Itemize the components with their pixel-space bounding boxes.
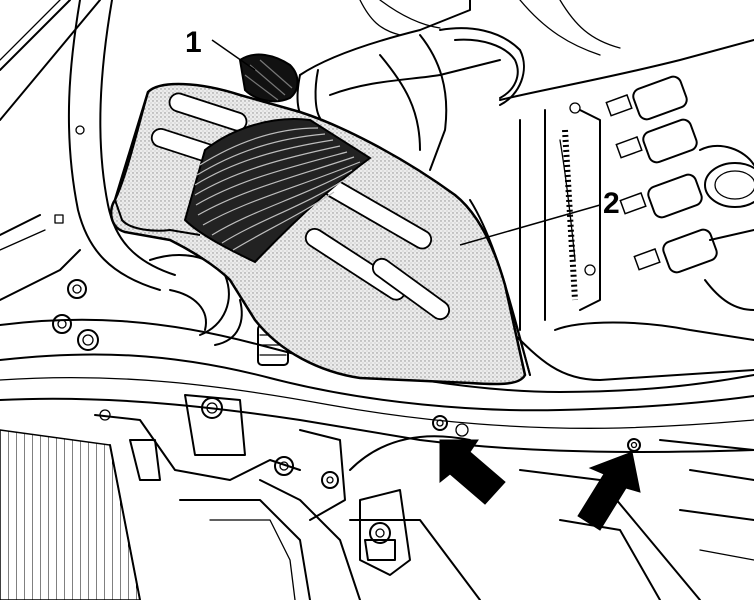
- bolt-icon: [67, 279, 87, 299]
- callout-2-leader: [459, 204, 601, 246]
- radiator-grille: [0, 429, 141, 600]
- mounting-bolts: [52, 279, 641, 544]
- callout-1-leader: [211, 39, 256, 71]
- coil-icon: [619, 173, 703, 219]
- coil-icon: [633, 228, 718, 274]
- air-intake-hose: [183, 53, 372, 264]
- bolt-icon: [369, 522, 391, 544]
- left-fender-frame: [0, 0, 176, 301]
- bolt-icon: [432, 415, 448, 431]
- ignition-coil-area: [499, 39, 754, 381]
- bolt-icon: [627, 438, 641, 452]
- intake-connector: [238, 53, 299, 103]
- bolt-icon: [52, 314, 72, 334]
- bolt-icon: [77, 329, 99, 351]
- bolt-icon: [201, 397, 223, 419]
- coil-icon: [615, 118, 698, 164]
- wiring-harness: [562, 129, 578, 301]
- coil-icon: [605, 75, 688, 121]
- mounting-bolt-arrow-right: [577, 451, 641, 531]
- vent-slot: [168, 92, 248, 132]
- intake-duct: [299, 0, 621, 171]
- clip-icon: [54, 214, 64, 224]
- bolt-icon: [321, 471, 339, 489]
- vent-slot: [371, 257, 451, 321]
- lower-panels: [94, 394, 754, 600]
- bolt-icon: [274, 456, 294, 476]
- callout-2-label: 2: [603, 187, 620, 220]
- mounting-bolt-arrow-left: [439, 439, 506, 505]
- callout-1-label: 1: [185, 26, 202, 59]
- rivet-icon: [75, 125, 85, 135]
